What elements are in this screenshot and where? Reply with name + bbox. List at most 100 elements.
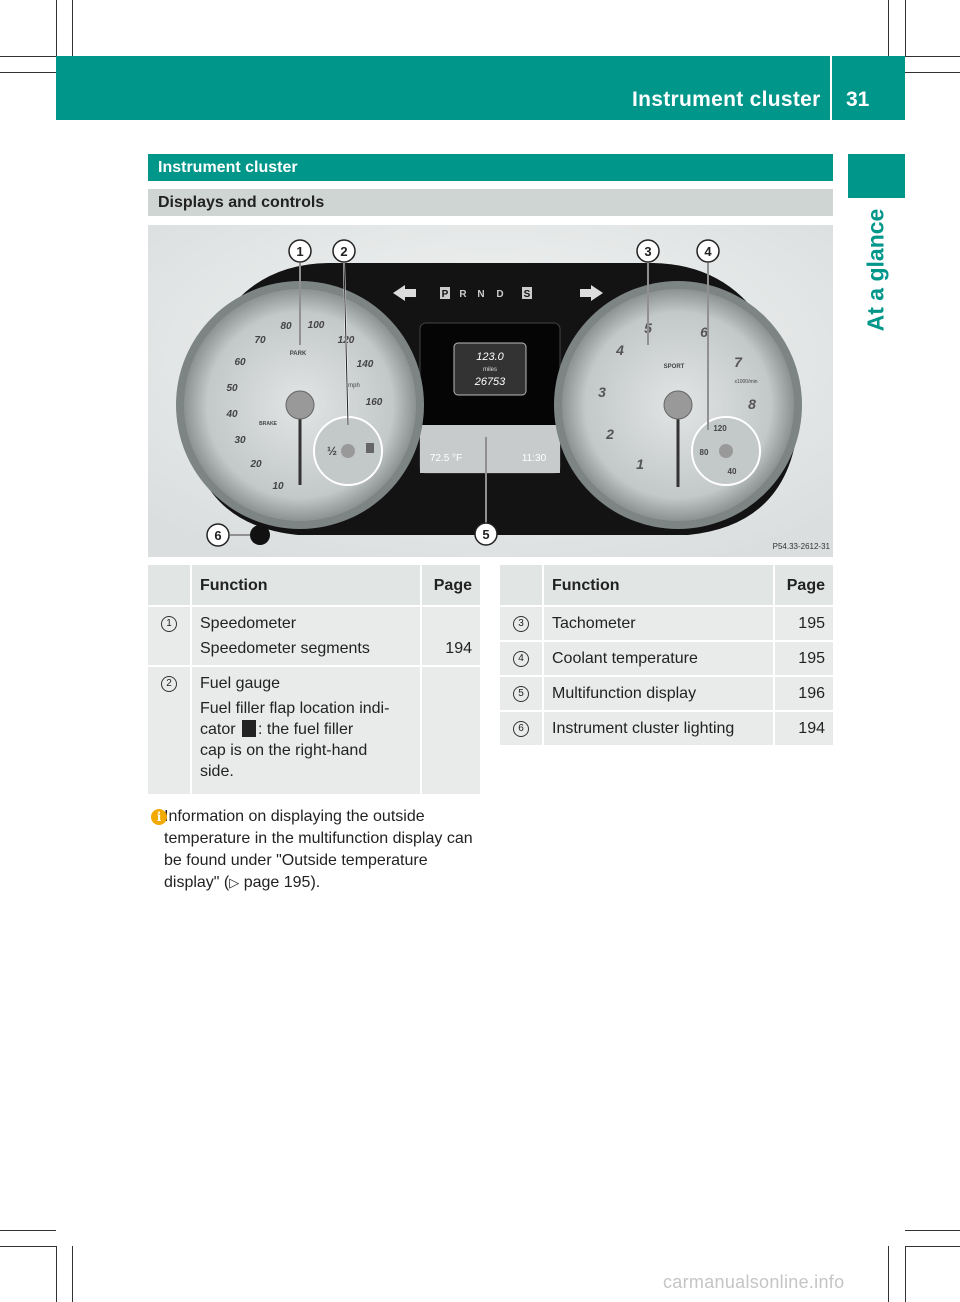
header-separator (830, 56, 832, 120)
cross-reference-arrow-icon: ▷ (229, 875, 240, 890)
row-number-cell: 6 (500, 712, 542, 745)
tacho-tick: 6 (700, 324, 708, 340)
side-tab-block (848, 154, 905, 198)
crop-mark (905, 1246, 960, 1247)
table-row: 3 Tachometer 195 (500, 607, 833, 640)
speedo-unit: mph (348, 383, 360, 389)
speedo-tick: 10 (272, 481, 284, 492)
speedo-tick: 100 (308, 320, 325, 331)
coolant-tick: 80 (700, 448, 709, 457)
callout-label: 4 (704, 244, 712, 259)
function-description: cap is on the right-hand (200, 742, 368, 759)
table-header-row: Function Page (148, 565, 480, 605)
table-header-function: Function (192, 565, 420, 605)
callout-number: 6 (513, 720, 529, 737)
turn-right-arrow-icon (580, 285, 603, 301)
callout-label: 5 (482, 527, 489, 542)
tachometer-hub (663, 390, 693, 420)
table-header-page: Page (422, 565, 480, 605)
fuel-gauge-hub (341, 444, 355, 458)
callout-number: 2 (161, 675, 177, 692)
coolant-tick: 40 (728, 467, 737, 476)
crop-mark (0, 1230, 56, 1231)
function-name: Instrument cluster lighting (544, 712, 773, 745)
side-tab-label: At a glance (862, 208, 889, 332)
page-reference: 196 (775, 677, 833, 710)
function-name: Speedometer (200, 615, 297, 632)
table-row: 6 Instrument cluster lighting 194 (500, 712, 833, 745)
table-header-cell (500, 565, 542, 605)
page-reference: 195 (775, 642, 833, 675)
crop-mark (56, 0, 57, 56)
brake-label: BRAKE (259, 421, 277, 427)
tacho-tick: 4 (615, 342, 624, 358)
tacho-sub-label: x1000/min (734, 379, 757, 385)
mfd-trip: 123.0 (476, 351, 504, 363)
page-reference: 194 (445, 640, 472, 657)
callout-label: 3 (644, 244, 651, 259)
function-description: side. (200, 763, 234, 780)
speedometer-hub (285, 390, 315, 420)
speedo-tick: 30 (234, 435, 246, 446)
row-number-cell: 5 (500, 677, 542, 710)
function-name: Coolant temperature (544, 642, 773, 675)
gear-p-box (440, 287, 450, 299)
mfd-odometer: 26753 (474, 376, 506, 388)
tacho-tick: 1 (636, 456, 644, 472)
turn-left-arrow-icon (393, 285, 416, 301)
function-name: Multifunction display (544, 677, 773, 710)
gear-n: N (477, 289, 484, 300)
gear-s: S (524, 289, 531, 300)
table-row: 4 Coolant temperature 195 (500, 642, 833, 675)
page-reference: 195 (775, 607, 833, 640)
callout-number: 5 (513, 685, 529, 702)
speedo-tick: 80 (280, 321, 292, 332)
crop-mark (905, 72, 960, 73)
function-table-left: Function Page 1 Speedometer Speedometer … (146, 563, 482, 796)
sport-label: SPORT (664, 364, 685, 370)
coolant-tick: 120 (713, 424, 727, 433)
row-number-cell: 1 (148, 607, 190, 665)
callout-label: 2 (340, 244, 347, 259)
speedo-tick: 140 (357, 359, 374, 370)
row-number-cell: 3 (500, 607, 542, 640)
figure-reference-code: P54.33-2612-31 (773, 542, 831, 551)
function-description-line: cator : the fuel filler (200, 720, 354, 738)
callout-number: 4 (513, 650, 529, 667)
callout-lines-dark (230, 262, 709, 536)
lighting-knob (250, 525, 270, 545)
instrument-cluster-illustration: 123.0 miles 26753 72.5 °F 11:30 P R N D … (148, 225, 833, 557)
page-number: 31 (846, 88, 870, 111)
mfd-temperature: 72.5 °F (430, 453, 462, 464)
speedo-tick: 160 (366, 397, 383, 408)
fuel-half-tick: ½ (327, 444, 337, 458)
speedo-tick: 70 (254, 335, 266, 346)
function-table-right: Function Page 3 Tachometer 195 4 Coolant… (498, 563, 835, 747)
mfd-status-strip (420, 425, 560, 473)
row-function-cell: Speedometer Speedometer segments (192, 607, 420, 665)
crop-mark (905, 1246, 906, 1302)
info-icon: i (151, 809, 167, 825)
mfd-window (453, 342, 527, 396)
crop-mark (56, 1246, 57, 1302)
crop-mark (905, 56, 960, 57)
row-page-cell (422, 667, 480, 794)
page-reference: 194 (775, 712, 833, 745)
table-row: 2 Fuel gauge Fuel filler flap location i… (148, 667, 480, 794)
instrument-cluster-figure: 123.0 miles 26753 72.5 °F 11:30 P R N D … (148, 225, 833, 557)
cross-reference-link[interactable]: page 195). (239, 874, 321, 891)
callout-label: 1 (296, 244, 303, 259)
tacho-tick: 7 (734, 354, 743, 370)
speedo-tick: 60 (234, 357, 246, 368)
crop-mark (72, 0, 73, 56)
fuel-pump-symbol-icon (366, 443, 374, 453)
fuel-pump-icon (242, 720, 257, 737)
watermark: carmanualsonline.info (663, 1272, 845, 1292)
crop-mark (888, 1246, 889, 1302)
page-header-bar (56, 56, 905, 120)
table-header-cell (148, 565, 190, 605)
crop-mark (0, 72, 56, 73)
gear-d: D (496, 289, 503, 300)
function-description: Fuel filler flap location indi- (200, 700, 390, 717)
crop-mark (905, 0, 906, 56)
